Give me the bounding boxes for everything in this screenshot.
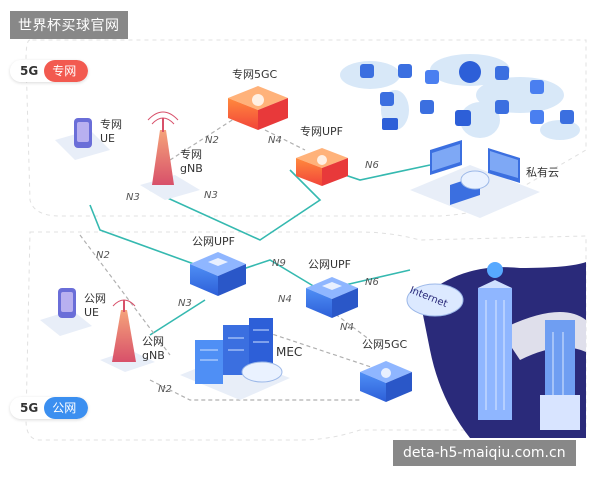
private-network-tag: 5G 专网 bbox=[10, 60, 89, 82]
public-zone-outline bbox=[25, 231, 587, 441]
public-network-tag: 5G 公网 bbox=[10, 397, 89, 419]
cloud-service-icons bbox=[360, 61, 574, 130]
n6-public-label: N6 bbox=[365, 277, 379, 288]
private-ue-label-1: 专网 bbox=[100, 117, 122, 131]
n4-public-b-label: N4 bbox=[340, 322, 354, 333]
city-block bbox=[406, 262, 586, 438]
private-ue-label-2: UE bbox=[100, 132, 115, 145]
public-gnb-tower bbox=[100, 299, 155, 372]
public-ue-label-2: UE bbox=[84, 306, 99, 319]
n2-public-top-label: N2 bbox=[96, 250, 110, 261]
user-plane-links bbox=[89, 164, 431, 336]
private-ue-phone bbox=[55, 118, 110, 160]
public-ue-label-1: 公网 bbox=[84, 292, 106, 305]
public-upf-1-label: 公网UPF bbox=[192, 235, 235, 248]
private-5gc-label: 专网5GC bbox=[232, 67, 278, 81]
private-5gc-box bbox=[228, 86, 288, 130]
public-upf-2-label: 公网UPF bbox=[308, 258, 351, 271]
private-gnb-label-2: gNB bbox=[180, 162, 203, 175]
private-upf-label: 专网UPF bbox=[300, 124, 343, 138]
private-network-tag-number: 5G bbox=[10, 60, 45, 82]
public-upf-1-box bbox=[190, 252, 246, 296]
private-cloud-label: 私有云 bbox=[526, 165, 559, 179]
private-gnb-tower bbox=[140, 111, 200, 200]
n3-public-label: N3 bbox=[178, 298, 192, 309]
mec-servers bbox=[180, 318, 290, 400]
private-network-tag-label: 专网 bbox=[44, 60, 89, 82]
interface-labels: N2 N4 N3 N3 N6 N2 N9 N3 N4 N4 N6 N2 bbox=[96, 135, 379, 395]
public-network-tag-number: 5G bbox=[10, 397, 45, 419]
public-network-tag-label: 公网 bbox=[44, 397, 89, 419]
world-map bbox=[340, 54, 580, 140]
n2-public-bottom-label: N2 bbox=[158, 384, 172, 395]
public-gnb-label-1: 公网 bbox=[142, 335, 164, 348]
private-upf-box bbox=[296, 148, 348, 186]
mec-label: MEC bbox=[276, 345, 302, 359]
n6-private-label: N6 bbox=[365, 160, 379, 171]
watermark-top: 世界杯买球官网 bbox=[10, 11, 128, 39]
n3-private-gnb-label: N3 bbox=[126, 192, 140, 203]
watermark-bottom: deta-h5-maiqiu.com.cn bbox=[393, 440, 576, 466]
n3-private-upf-label: N3 bbox=[204, 190, 218, 201]
public-ue-phone bbox=[40, 288, 92, 336]
n4-public-a-label: N4 bbox=[278, 294, 292, 305]
private-cloud-laptops bbox=[410, 140, 540, 218]
public-5gc-box bbox=[360, 361, 412, 402]
public-upf-2-box bbox=[306, 277, 358, 318]
private-gnb-label-1: 专网 bbox=[180, 147, 202, 161]
public-gnb-label-2: gNB bbox=[142, 349, 165, 362]
public-5gc-label: 公网5GC bbox=[362, 338, 408, 351]
n9-label: N9 bbox=[272, 258, 286, 269]
n4-private-label: N4 bbox=[268, 135, 282, 146]
private-zone-outline bbox=[25, 39, 587, 217]
n2-private-label: N2 bbox=[205, 135, 219, 146]
